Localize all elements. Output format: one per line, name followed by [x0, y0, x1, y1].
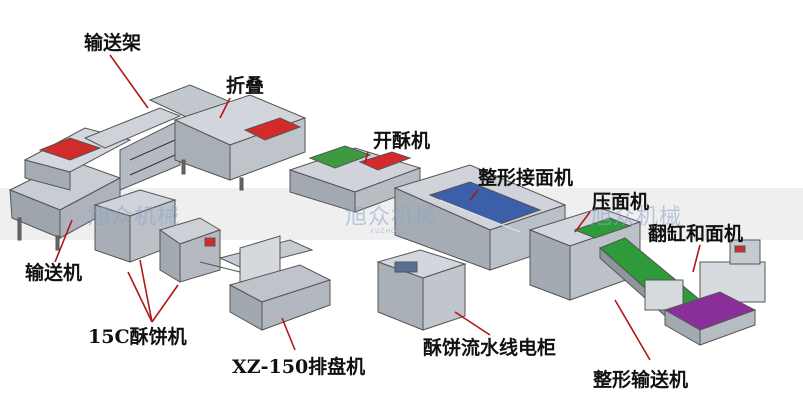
- label-pastry-machine-15c: 15C酥饼机: [88, 326, 187, 348]
- label-conveyor-rack: 输送架: [84, 32, 142, 54]
- arrow-pastry-opener: [364, 151, 369, 164]
- arrow-tray: [281, 317, 296, 351]
- shaping-conveyor: [599, 237, 701, 324]
- watermark-sub-center: XUZHONG: [370, 228, 408, 235]
- tray-arranger-machine: [199, 235, 332, 331]
- folding-machine: [173, 94, 307, 191]
- arrow-folding: [219, 97, 231, 119]
- label-conveyor: 输送机: [25, 262, 83, 284]
- watermark-left: 旭众机械: [88, 205, 181, 230]
- label-shaping-conveyor: 整形输送机: [593, 369, 689, 391]
- control-cabinet: [376, 249, 467, 331]
- shaping-receiving-machine: [393, 164, 567, 271]
- arrow-bowl-mixer: [692, 244, 701, 273]
- arrow-15c-c: [151, 284, 179, 323]
- label-pastry-opener: 开酥机: [373, 130, 431, 152]
- arrow-cabinet: [454, 311, 491, 336]
- label-folding: 折叠: [226, 75, 265, 97]
- pastry-machine-15c: [93, 189, 222, 283]
- pastry-opener-machine: [288, 145, 422, 213]
- arrow-conveyor: [54, 219, 73, 263]
- label-control-cabinet: 酥饼流水线电柜: [423, 337, 557, 359]
- label-bowl-mixer: 翻缸和面机: [648, 223, 744, 245]
- arrow-shaping-receiving: [469, 189, 479, 201]
- label-tray-arranger: XZ-150排盘机: [232, 356, 366, 378]
- arrow-15c-b: [139, 259, 153, 323]
- bowl-mixer-machine: [663, 239, 766, 346]
- label-shaping-receiving: 整形接面机: [478, 167, 574, 189]
- leader-lines: [54, 54, 701, 361]
- arrow-shaping-conveyor: [614, 299, 651, 361]
- label-dough-press: 压面机: [592, 191, 650, 213]
- arrow-dough-press: [574, 211, 591, 233]
- watermark-center: 旭众机械: [345, 205, 438, 230]
- watermark-right: 旭众机械: [590, 205, 683, 230]
- arrow-conveyor-rack: [109, 54, 149, 109]
- arrow-15c-a: [127, 271, 153, 323]
